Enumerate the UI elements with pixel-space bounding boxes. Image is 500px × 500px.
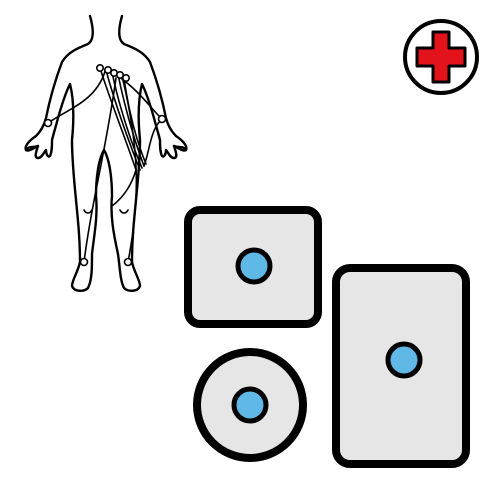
electrode-chest-v5 xyxy=(122,74,131,83)
rectangular-electrode-pad xyxy=(332,264,470,468)
electrode-chest-v2 xyxy=(104,66,113,75)
electrode-left-arm xyxy=(43,118,53,128)
ecg-electrode-pads-icon xyxy=(184,206,470,468)
pad-contact-icon xyxy=(231,386,269,424)
medical-cross-badge-icon xyxy=(403,19,479,95)
body-electrodes xyxy=(43,64,167,267)
round-electrode-pad xyxy=(193,348,307,462)
pad-contact-icon xyxy=(385,341,423,379)
left-thumb xyxy=(24,144,40,152)
electrode-left-leg xyxy=(79,257,89,267)
electrode-chest-v4 xyxy=(116,71,125,80)
left-knee-line xyxy=(83,209,93,214)
right-knee-line xyxy=(119,209,129,214)
lead-wires xyxy=(47,67,163,263)
electrode-chest-v1 xyxy=(96,64,105,73)
human-body-with-electrode-wires-icon xyxy=(24,14,188,292)
body-outline xyxy=(24,14,188,292)
pad-contact-icon xyxy=(235,247,273,285)
right-thumb xyxy=(172,144,188,152)
red-cross-icon xyxy=(415,30,467,84)
electrode-right-arm xyxy=(157,114,167,124)
square-electrode-pad xyxy=(184,206,322,328)
electrode-right-leg xyxy=(123,257,133,267)
